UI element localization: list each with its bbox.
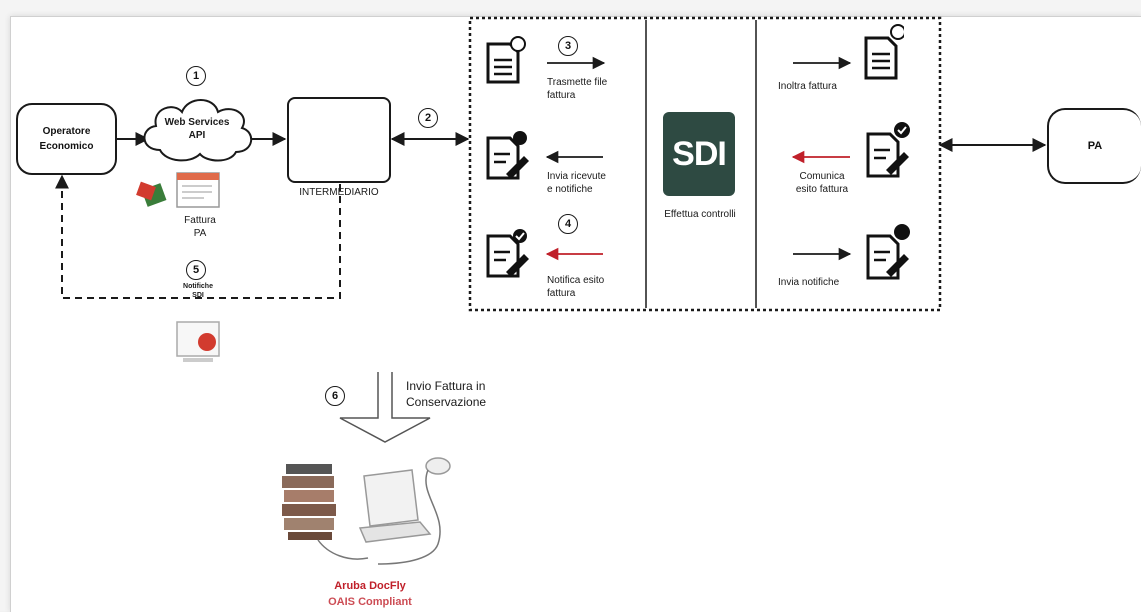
sdi-logo: SDI (663, 112, 735, 196)
invio-conservazione-label: Invio Fattura in Conservazione (406, 379, 487, 409)
dashed-return-notifications (55, 174, 341, 299)
laptop-icon (358, 469, 432, 543)
notifiche-screen-icon (176, 321, 220, 362)
inoltra-fattura-label: Inoltra fattura (778, 81, 837, 92)
node-operatore-economico: Operatore Economico (16, 103, 117, 175)
document-icon-right (864, 24, 904, 80)
node-intermediario-label: INTERMEDIARIO (299, 187, 379, 198)
cloud-icon (143, 99, 252, 162)
invia-ricevute-label: Invia ricevute e notifiche (547, 171, 606, 195)
node-pa: PA (1047, 108, 1141, 184)
notifica-esito-label: Notifica esito fattura (547, 275, 605, 299)
trasmette-label: Trasmette file fattura (547, 77, 608, 101)
step-1-badge: 1 (186, 66, 206, 86)
aruba-docfly-label: Aruba DocFly (334, 580, 406, 592)
document-edit-icon (486, 131, 529, 180)
effettua-controlli-label: Effettua controlli (664, 209, 736, 220)
step-2-badge: 2 (418, 108, 438, 128)
sdi-process-container (468, 16, 942, 312)
archive-laptop-icon (282, 457, 451, 565)
node-operatore-label: Operatore Economico (39, 126, 94, 152)
document-icon (486, 36, 526, 84)
archive-icon (282, 464, 336, 540)
comunica-esito-label: Comunica esito fattura (795, 171, 849, 195)
step-3-badge: 3 (558, 36, 578, 56)
notifiche-sdi-label: Notifiche SDI (183, 283, 213, 299)
step-6-badge: 6 (325, 386, 345, 406)
document-check-icon (486, 229, 529, 278)
step-5-badge: 5 (186, 260, 206, 280)
node-pa-label: PA (1087, 139, 1103, 152)
node-webservices-label: Web Services API (164, 117, 230, 141)
mouse-icon (377, 457, 451, 565)
document-edit-icon-right (866, 224, 910, 280)
step-4-badge: 4 (558, 214, 578, 234)
fattura-pa-label: Fattura PA (184, 215, 216, 239)
node-intermediario (287, 97, 391, 183)
pen-paper-icon (136, 181, 167, 207)
arrow-conservazione (339, 372, 431, 443)
document-check-icon-right (866, 122, 910, 178)
invia-notifiche-label: Invia notifiche (778, 277, 840, 288)
invoice-window-icon (176, 172, 220, 208)
oais-label: OAIS Compliant (328, 596, 412, 608)
